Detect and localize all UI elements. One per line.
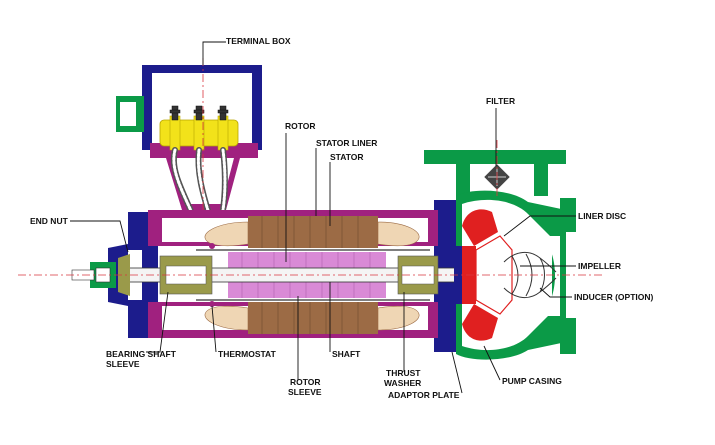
stator-core-top bbox=[248, 216, 378, 248]
label-stator-liner: STATOR LINER bbox=[316, 138, 377, 148]
terminal-studs bbox=[169, 105, 229, 121]
stator-core-bottom bbox=[248, 302, 378, 334]
label-stator: STATOR bbox=[330, 152, 364, 162]
label-thermostat: THERMOSTAT bbox=[218, 349, 277, 359]
label-bearing-sleeve: SLEEVE bbox=[106, 359, 140, 369]
label-terminal-box: TERMINAL BOX bbox=[226, 36, 291, 46]
impeller-shroud-top bbox=[462, 209, 498, 246]
leader-lines bbox=[70, 41, 576, 394]
end-turn-rear-bottom bbox=[204, 305, 249, 331]
end-turn-rear-top bbox=[204, 221, 249, 247]
terminal-box bbox=[116, 58, 262, 229]
impeller-shroud-bottom bbox=[462, 304, 498, 341]
label-end-nut: END NUT bbox=[30, 216, 69, 226]
label-washer: WASHER bbox=[384, 378, 421, 388]
motor-body bbox=[95, 200, 487, 352]
label-rotor-sleeve-2: SLEEVE bbox=[288, 387, 322, 397]
label-rotor: ROTOR bbox=[285, 121, 316, 131]
label-adaptor-plate: ADAPTOR PLATE bbox=[388, 390, 460, 400]
label-rotor-sleeve-1: ROTOR bbox=[290, 377, 321, 387]
label-thrust: THRUST bbox=[386, 368, 421, 378]
label-pump-casing: PUMP CASING bbox=[502, 376, 562, 386]
label-bearing-shaft: BEARING SHAFT bbox=[106, 349, 177, 359]
end-turn-front-bottom bbox=[377, 305, 420, 331]
label-liner-disc: LINER DISC bbox=[578, 211, 626, 221]
thermostat bbox=[209, 243, 215, 249]
label-inducer: INDUCER (OPTION) bbox=[574, 292, 654, 302]
end-turn-front-top bbox=[377, 221, 420, 247]
label-shaft: SHAFT bbox=[332, 349, 361, 359]
label-impeller: IMPELLER bbox=[578, 261, 621, 271]
label-filter: FILTER bbox=[486, 96, 515, 106]
labels: TERMINAL BOX FILTER ROTOR STATOR LINER S… bbox=[30, 36, 654, 400]
terminal-block bbox=[159, 115, 239, 151]
